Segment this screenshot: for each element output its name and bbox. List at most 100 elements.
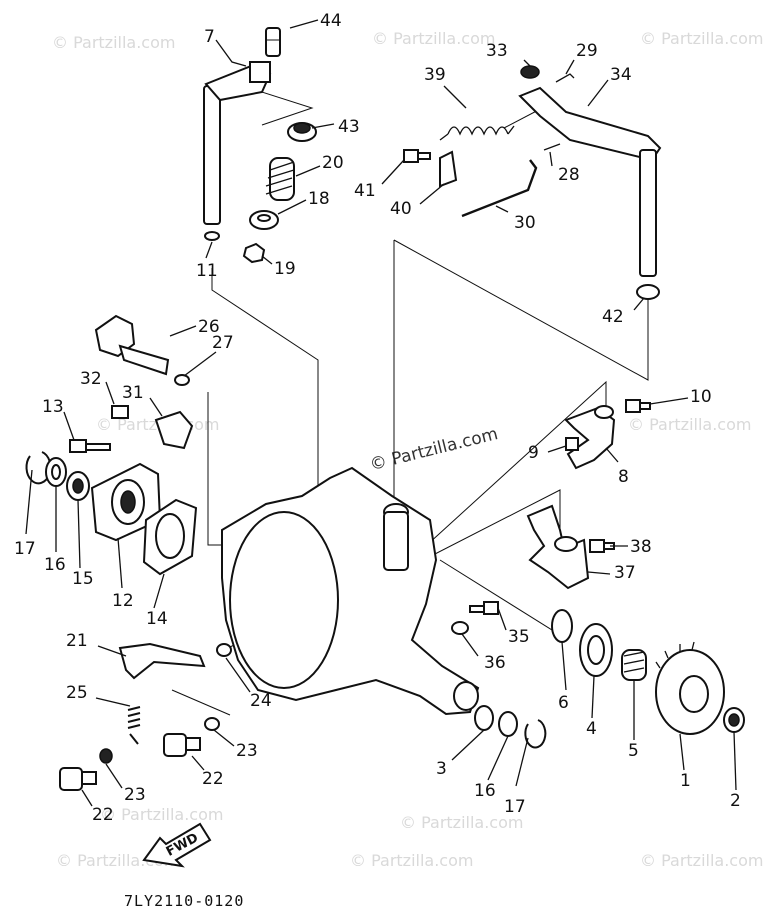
washer-23b	[99, 748, 113, 764]
bolt-10	[625, 399, 651, 413]
callout-36: 36	[484, 653, 506, 673]
pin-9	[565, 437, 579, 451]
callout-9: 9	[528, 443, 539, 463]
spring-20	[265, 157, 295, 201]
plug-22a	[163, 733, 201, 757]
oring-42	[636, 284, 660, 300]
callout-7: 7	[204, 27, 215, 47]
assembly-lines	[171, 84, 649, 716]
kick-shaft-26	[94, 314, 170, 376]
clip-28	[543, 143, 561, 151]
callout-25: 25	[66, 683, 88, 703]
callout-11: 11	[196, 261, 218, 281]
oring-11	[204, 231, 220, 241]
watermark: © Partzilla.com	[628, 415, 751, 434]
callout-4: 4	[586, 719, 597, 739]
spring-39	[439, 125, 515, 141]
callout-17: 17	[14, 539, 36, 559]
bracket-40	[439, 150, 458, 188]
shift-shaft-7	[203, 61, 272, 225]
spring-25	[127, 706, 141, 745]
watermark: © Partzilla.com	[640, 29, 763, 48]
washer-3	[474, 705, 494, 731]
callout-14: 14	[146, 609, 168, 629]
callout-42: 42	[602, 307, 624, 327]
callout-2: 2	[730, 791, 741, 811]
callout-22: 22	[92, 805, 114, 825]
callout-28: 28	[558, 165, 580, 185]
fork-37	[526, 504, 590, 590]
oring-27	[174, 374, 190, 386]
callout-labels: 44 7 43 20 18 11 19 33 29 39 34 41 40 28…	[14, 11, 741, 825]
watermark: © Partzilla.com	[52, 33, 175, 52]
callout-44: 44	[320, 11, 342, 31]
nut-19	[242, 242, 266, 264]
bolt-35	[469, 601, 499, 615]
callout-13: 13	[42, 397, 64, 417]
callout-18: 18	[308, 189, 330, 209]
watermark: © Partzilla.com	[400, 813, 523, 832]
gasket-14	[142, 498, 198, 576]
callout-34: 34	[610, 65, 632, 85]
plug-22b	[59, 767, 97, 791]
washer-23a	[204, 717, 220, 731]
crankcase	[221, 466, 480, 716]
bolt-38	[589, 539, 615, 553]
callout-40: 40	[390, 199, 412, 219]
callout-3: 3	[436, 759, 447, 779]
callout-32: 32	[80, 369, 102, 389]
callout-30: 30	[514, 213, 536, 233]
spring-5	[621, 649, 647, 681]
nut-33	[520, 65, 540, 79]
washer-36	[451, 621, 469, 635]
callout-23: 23	[124, 785, 146, 805]
watermark: © Partzilla.com	[640, 851, 763, 870]
callout-41: 41	[354, 181, 376, 201]
washer-16	[45, 457, 67, 487]
callout-33: 33	[486, 41, 508, 61]
callout-38: 38	[630, 537, 652, 557]
callout-31: 31	[122, 383, 144, 403]
seal-15	[66, 471, 90, 501]
callout-10: 10	[690, 387, 712, 407]
callout-35: 35	[508, 627, 530, 647]
watermark: © Partzilla.com	[350, 851, 473, 870]
callout-1: 1	[680, 771, 691, 791]
washer-24	[216, 643, 232, 657]
circlip-17b	[524, 719, 547, 749]
kick-gear-1	[655, 641, 725, 735]
callout-27: 27	[212, 333, 234, 353]
bracket-31	[154, 410, 194, 450]
watermark: © Partzilla.com	[372, 29, 495, 48]
callout-8: 8	[618, 467, 629, 487]
callout-21: 21	[66, 631, 88, 651]
fwd-arrow: FWD	[142, 822, 212, 868]
callout-15: 15	[72, 569, 94, 589]
rod-30	[461, 159, 538, 218]
callout-17: 17	[504, 797, 526, 817]
callout-12: 12	[112, 591, 134, 611]
callout-37: 37	[614, 563, 636, 583]
ratchet-4	[579, 623, 613, 677]
callout-23: 23	[236, 741, 258, 761]
callout-20: 20	[322, 153, 344, 173]
housing-12	[90, 462, 162, 542]
bolt-44	[265, 27, 281, 57]
bolt-32	[111, 405, 129, 419]
callout-26: 26	[198, 317, 220, 337]
shift-arm-34	[518, 86, 662, 277]
callout-24: 24	[250, 691, 272, 711]
callout-43: 43	[338, 117, 360, 137]
callout-6: 6	[558, 693, 569, 713]
plate-21	[118, 642, 206, 680]
center-watermark: © Partzilla.com	[368, 424, 500, 475]
watermark: © Partzilla.com	[100, 805, 223, 824]
washer-6	[551, 609, 573, 643]
callout-16: 16	[44, 555, 66, 575]
drawing-code: 7LY2110-0120	[124, 892, 244, 910]
pin-29	[555, 73, 575, 83]
bolt-41	[403, 149, 431, 163]
callout-16: 16	[474, 781, 496, 801]
bushing-43	[287, 122, 317, 142]
